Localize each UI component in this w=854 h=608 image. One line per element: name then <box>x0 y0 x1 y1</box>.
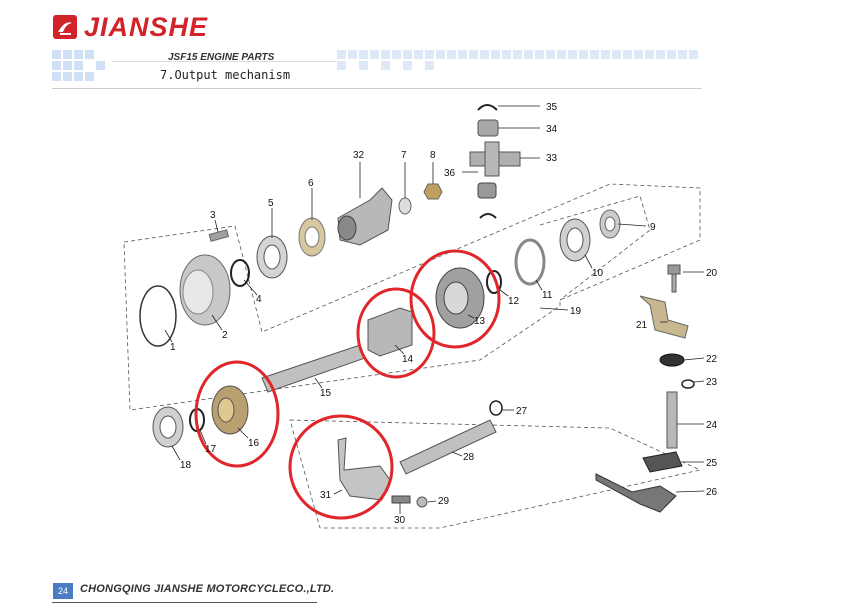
company-name: CHONGQING JIANSHE MOTORCYCLECO.,LTD. <box>80 583 335 595</box>
label-11: 11 <box>542 290 553 301</box>
label-19: 19 <box>570 306 582 317</box>
label-21: 21 <box>636 320 648 331</box>
label-29: 29 <box>438 496 450 507</box>
part-34-cap <box>477 119 499 137</box>
label-34: 34 <box>546 124 558 135</box>
part-30-spring <box>391 495 411 504</box>
part-32-yoke <box>337 187 393 246</box>
leader-lines <box>164 105 705 514</box>
label-24: 24 <box>706 420 718 431</box>
part-18-bearing <box>152 406 184 448</box>
highlight-circle-13 <box>409 249 501 349</box>
label-35: 35 <box>546 102 558 113</box>
footer-divider <box>52 602 317 603</box>
part-27-oring <box>489 400 503 416</box>
part-25-plate <box>642 451 683 473</box>
part-6-washer <box>298 217 326 257</box>
label-16: 16 <box>248 438 260 449</box>
label-31: 31 <box>320 490 332 501</box>
label-15: 15 <box>320 388 332 399</box>
part-1-circlip <box>139 285 177 347</box>
part-26-lever <box>595 473 677 513</box>
label-7: 7 <box>401 150 407 161</box>
label-27: 27 <box>516 406 528 417</box>
label-6: 6 <box>308 178 314 189</box>
part-3-bolt <box>208 229 230 242</box>
label-3: 3 <box>210 210 216 221</box>
part-33-cross <box>469 141 521 177</box>
part-23-clip <box>681 379 695 389</box>
part-14-coupling <box>367 307 413 357</box>
part-2-cover <box>179 254 231 326</box>
part-12-oring <box>486 270 502 294</box>
part-22-seal <box>659 353 685 367</box>
highlight-circle-16 <box>194 360 280 468</box>
label-33: 33 <box>546 153 558 164</box>
assembly-outlines <box>123 183 702 529</box>
label-9: 9 <box>650 222 656 233</box>
section-title: 7.Output mechanism <box>160 68 291 82</box>
part-36-bearing-cup <box>477 182 497 199</box>
part-20-bolt <box>667 264 681 293</box>
label-36: 36 <box>444 168 456 179</box>
label-1: 1 <box>170 342 176 353</box>
label-32: 32 <box>353 150 365 161</box>
label-2: 2 <box>222 330 228 341</box>
part-35-lower-clip <box>479 213 497 219</box>
label-30: 30 <box>394 515 406 526</box>
part-28-fork-shaft <box>399 419 497 475</box>
highlight-circles <box>194 249 501 520</box>
label-5: 5 <box>268 198 274 209</box>
label-25: 25 <box>706 458 718 469</box>
highlight-circle-14 <box>356 287 436 379</box>
label-28: 28 <box>463 452 475 463</box>
label-13: 13 <box>474 316 486 327</box>
part-11-shim <box>514 238 546 286</box>
label-8: 8 <box>430 150 436 161</box>
highlight-circle-31 <box>288 414 394 520</box>
label-17: 17 <box>205 444 217 455</box>
label-4: 4 <box>256 294 262 305</box>
label-14: 14 <box>402 354 414 365</box>
label-10: 10 <box>592 268 604 279</box>
brand-name: JIANSHE <box>84 12 209 42</box>
part-9-washer <box>599 209 621 239</box>
part-8-nut <box>423 183 443 200</box>
part-7-washer <box>398 197 412 215</box>
part-4-oring <box>230 259 250 287</box>
jianshe-logo-icon <box>53 15 77 39</box>
part-29-ball <box>416 496 428 508</box>
page-number: 24 <box>53 583 73 599</box>
label-20: 20 <box>706 268 718 279</box>
label-26: 26 <box>706 487 718 498</box>
part-31-shift-fork <box>337 437 391 501</box>
brand-logo: JIANSHE <box>52 12 209 42</box>
part-15-shaft <box>261 344 366 393</box>
header-divider <box>52 88 702 89</box>
engine-model-title: JSF15 ENGINE PARTS <box>168 52 275 63</box>
part-21-bracket <box>639 295 689 339</box>
header-tile-band <box>52 50 698 81</box>
part-13-bevel-gear <box>435 267 485 329</box>
label-22: 22 <box>706 354 718 365</box>
label-23: 23 <box>706 377 718 388</box>
part-5-bearing <box>256 235 288 279</box>
part-24-shaft <box>666 391 678 449</box>
label-12: 12 <box>508 296 520 307</box>
label-18: 18 <box>180 460 192 471</box>
part-10-bearing <box>559 218 591 262</box>
part-16-gear <box>211 385 249 435</box>
part-35-clip <box>477 104 498 111</box>
